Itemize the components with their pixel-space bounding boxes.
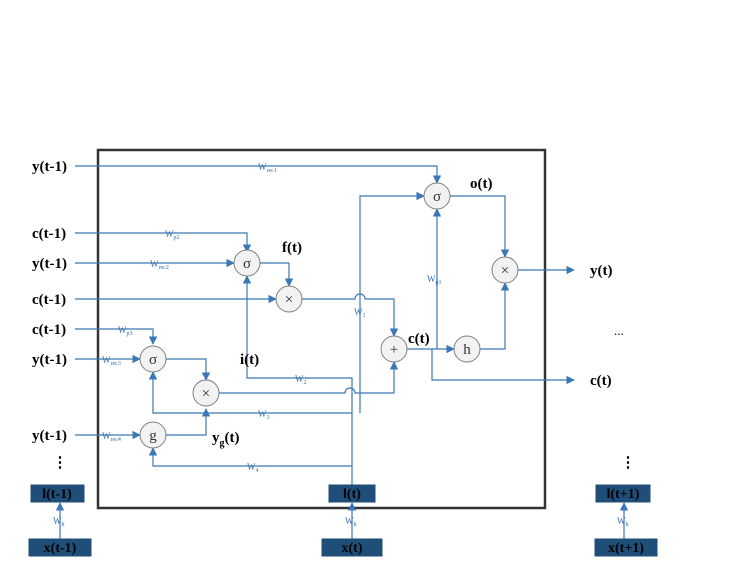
svg-text:×: × (285, 292, 293, 308)
box-l-t-minus-1: l(t-1) (30, 484, 85, 503)
box-x-t: x(t) (321, 538, 383, 557)
cell-frame (96, 148, 547, 510)
weight-wrec4: Wrec4 (102, 431, 121, 443)
svg-text:l(t): l(t) (343, 487, 361, 502)
svg-text:x(t+1): x(t+1) (608, 541, 644, 556)
weight-wp1: Wp1 (427, 274, 442, 286)
weight-wp3: Wp3 (118, 325, 133, 337)
sum-node: + (380, 335, 408, 363)
svg-text:×: × (501, 263, 509, 279)
weight-wh-left: Wh (53, 516, 65, 528)
weight-wp2: Wp2 (165, 229, 180, 241)
svg-text:g: g (149, 428, 157, 444)
edge-cprev-f (75, 232, 252, 253)
svg-text:σ: σ (433, 189, 441, 205)
svg-text:h: h (463, 342, 471, 358)
edge-l-i (148, 371, 352, 414)
output-y-t: y(t) (590, 263, 613, 279)
edge-i-mult (166, 358, 211, 381)
label-c-t: c(t) (408, 331, 430, 347)
svg-text:l(t-1): l(t-1) (42, 487, 72, 502)
input-y-t-minus-1-g: y(t-1) (32, 428, 67, 444)
svg-text:x(t-1): x(t-1) (44, 541, 77, 556)
input-multiply-node: × (192, 379, 220, 407)
edge-f-mult (259, 262, 294, 287)
weight-w3: W3 (258, 409, 270, 421)
label-i-t: i(t) (240, 352, 259, 368)
o-gate-node: σ (423, 182, 451, 210)
edge-l-o (359, 191, 425, 413)
weight-wh-center: Wh (345, 516, 357, 528)
f-gate-node: σ (233, 249, 261, 277)
edge-c-out (431, 349, 575, 385)
edge-l-f (242, 275, 353, 485)
box-l-t-plus-1: l(t+1) (595, 484, 651, 503)
weight-wh-right: Wh (617, 516, 629, 528)
edge-l-g (148, 447, 352, 467)
svg-text:l(t+1): l(t+1) (607, 487, 640, 502)
weight-w1: W1 (354, 307, 366, 319)
weight-wrec2: Wrec2 (150, 259, 169, 271)
h-node: h (453, 335, 481, 363)
edge-g-mult (166, 408, 211, 436)
edge-h-outmult (480, 282, 510, 350)
output-ellipsis: ... (614, 323, 624, 338)
edge-cprev-i (75, 328, 158, 345)
svg-text:+: + (390, 342, 398, 358)
weight-wrec1: Wrec1 (258, 162, 277, 174)
g-node: g (139, 421, 167, 449)
label-yg-t: yg(t) (212, 430, 240, 449)
forget-multiply-node: × (275, 285, 303, 313)
box-l-t: l(t) (328, 484, 376, 503)
edge-yprev-o (75, 165, 442, 184)
weight-w4: W4 (247, 462, 259, 474)
left-vdots: ⋮ (53, 455, 68, 471)
input-c-t-minus-1-f: c(t-1) (32, 226, 66, 242)
label-f-t: f(t) (282, 240, 302, 256)
box-x-t-plus-1: x(t+1) (594, 538, 658, 557)
svg-text:σ: σ (243, 256, 251, 272)
input-y-t-minus-1-top: y(t-1) (32, 159, 67, 175)
output-c-t: c(t) (590, 373, 612, 389)
svg-text:σ: σ (149, 352, 157, 368)
input-c-t-minus-1-i: c(t-1) (32, 322, 66, 338)
i-gate-node: σ (139, 345, 167, 373)
label-o-t: o(t) (470, 176, 493, 192)
input-y-t-minus-1-f: y(t-1) (32, 256, 67, 272)
weight-wrec3: Wrec3 (102, 355, 121, 367)
right-vdots: ⋮ (621, 455, 636, 471)
edge-mult-sum (302, 293, 399, 337)
box-x-t-minus-1: x(t-1) (28, 538, 92, 557)
svg-text:x(t): x(t) (342, 541, 363, 556)
input-c-t-minus-1-mult: c(t-1) (32, 292, 66, 308)
output-multiply-node: × (491, 256, 519, 284)
svg-text:×: × (202, 386, 210, 402)
weight-w2: W2 (295, 374, 307, 386)
edge-ig-sum (219, 361, 399, 394)
input-y-t-minus-1-i: y(t-1) (32, 352, 67, 368)
edge-o-outmult (450, 195, 510, 258)
